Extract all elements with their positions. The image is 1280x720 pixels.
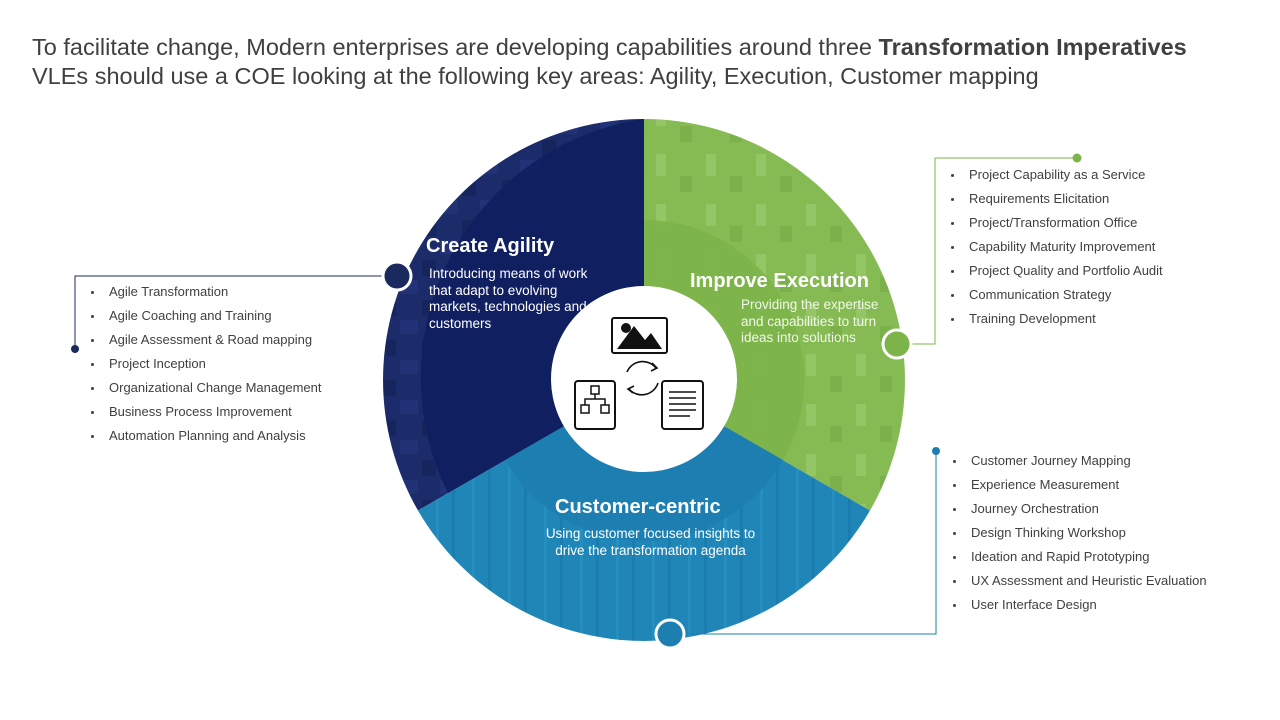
list-item: Automation Planning and Analysis xyxy=(85,424,321,448)
execution-title: Improve Execution xyxy=(690,270,869,292)
list-item: Capability Maturity Improvement xyxy=(945,235,1163,259)
agility-items-list: Agile Transformation Agile Coaching and … xyxy=(85,280,321,448)
list-item: Organizational Change Management xyxy=(85,376,321,400)
agility-description: Introducing means of work that adapt to … xyxy=(429,266,588,331)
list-item: Requirements Elicitation xyxy=(945,187,1163,211)
list-item: Project Capability as a Service xyxy=(945,163,1163,187)
list-item: Experience Measurement xyxy=(947,473,1207,497)
headline-line-1-text: To facilitate change, Modern enterprises… xyxy=(32,34,879,60)
customer-description: Using customer focused insights to drive… xyxy=(545,526,756,558)
execution-connector-end-dot xyxy=(1072,153,1082,163)
agility-connector-end-dot xyxy=(71,345,79,353)
list-item: Journey Orchestration xyxy=(947,497,1207,521)
flowchart-icon xyxy=(574,380,616,430)
list-item: Design Thinking Workshop xyxy=(947,521,1207,545)
agility-connector-line xyxy=(74,275,397,349)
execution-description: Providing the expertise and capabilities… xyxy=(741,297,879,345)
agility-connector-node xyxy=(381,260,413,292)
list-item: Project Inception xyxy=(85,352,321,376)
agility-title: Create Agility xyxy=(426,235,555,257)
headline-emphasis: Transformation Imperatives xyxy=(878,34,1187,60)
list-item: Agile Assessment & Road mapping xyxy=(85,328,321,352)
list-item: Agile Coaching and Training xyxy=(85,304,321,328)
customer-title: Customer-centric xyxy=(555,496,721,518)
list-item: Communication Strategy xyxy=(945,283,1163,307)
execution-items-list: Project Capability as a Service Requirem… xyxy=(945,163,1163,331)
customer-connector-line xyxy=(670,451,937,635)
list-item: User Interface Design xyxy=(947,593,1207,617)
document-icon xyxy=(661,380,704,430)
list-item: Business Process Improvement xyxy=(85,400,321,424)
list-item: Project Quality and Portfolio Audit xyxy=(945,259,1163,283)
list-item: Customer Journey Mapping xyxy=(947,449,1207,473)
customer-connector-end-dot xyxy=(932,447,940,455)
headline: To facilitate change, Modern enterprises… xyxy=(32,33,1252,91)
list-item: Project/Transformation Office xyxy=(945,211,1163,235)
customer-items-list: Customer Journey Mapping Experience Meas… xyxy=(947,449,1207,617)
list-item: Ideation and Rapid Prototyping xyxy=(947,545,1207,569)
customer-connector-node xyxy=(654,618,686,650)
headline-line-2: VLEs should use a COE looking at the fol… xyxy=(32,63,1039,89)
refresh-cycle-icon xyxy=(626,360,659,396)
headline-line-1: To facilitate change, Modern enterprises… xyxy=(32,33,1252,62)
execution-connector-node xyxy=(881,328,913,360)
execution-connector-line xyxy=(897,157,1077,345)
list-item: Training Development xyxy=(945,307,1163,331)
image-icon xyxy=(611,317,668,354)
list-item: UX Assessment and Heuristic Evaluation xyxy=(947,569,1207,593)
center-circle xyxy=(551,286,737,472)
list-item: Agile Transformation xyxy=(85,280,321,304)
